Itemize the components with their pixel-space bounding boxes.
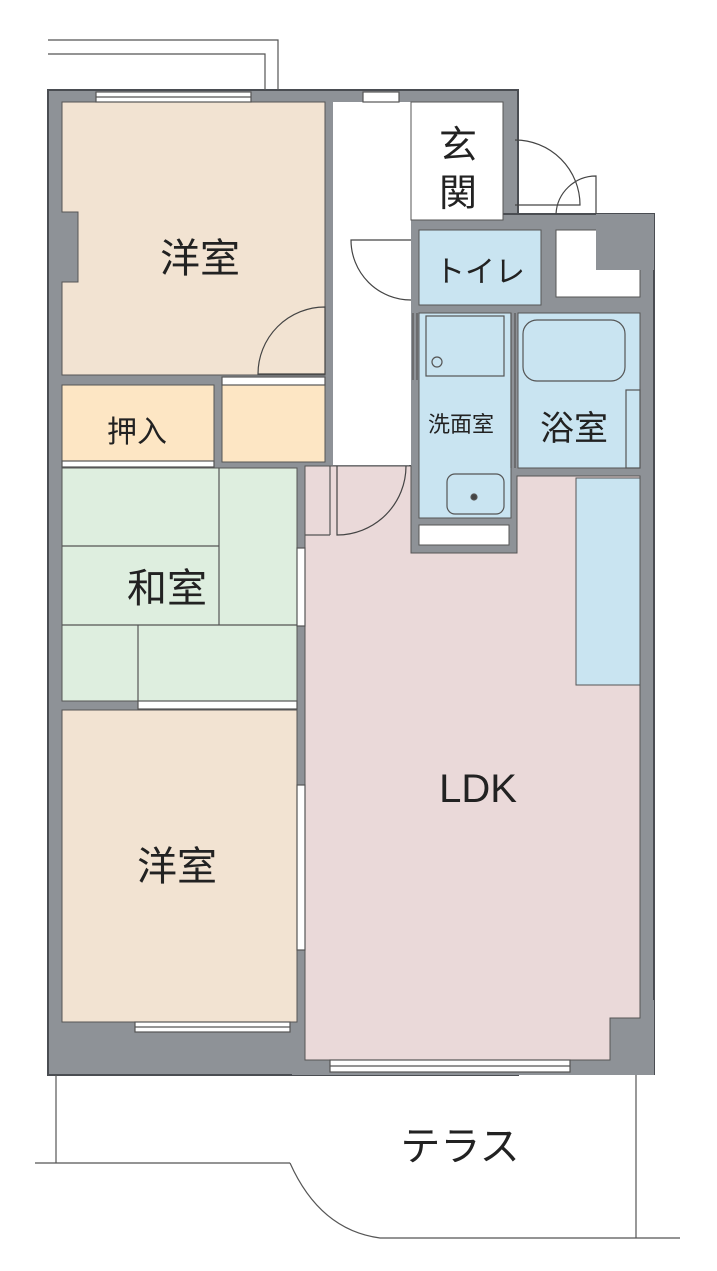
utility-notch	[596, 214, 654, 270]
label-washroom: 洗面室	[428, 413, 494, 438]
label-entrance-line1: 玄	[439, 123, 477, 167]
label-toilet: トイレ	[435, 255, 525, 290]
door-utility	[555, 175, 597, 215]
door-ldk	[336, 465, 407, 536]
label-entrance-line2: 関	[439, 171, 477, 215]
label-western-room-top: 洋室	[160, 236, 240, 282]
door-top-room	[257, 306, 326, 375]
window-hall	[362, 91, 400, 103]
basin-drain-icon	[470, 493, 478, 501]
label-closet: 押入	[107, 415, 167, 450]
bathtub	[522, 319, 626, 382]
balcony-rail	[48, 39, 279, 90]
window-japanese-side	[296, 547, 306, 627]
drain-icon	[431, 356, 443, 368]
label-ldk: LDK	[439, 767, 517, 811]
room-labels: 洋室 玄 関 トイレ 押入 洗面室 浴室 和室 LDK 洋室 テラス	[107, 123, 608, 1170]
label-japanese-room: 和室	[127, 566, 207, 612]
label-bathroom: 浴室	[540, 409, 608, 449]
door-toilet	[350, 239, 412, 301]
label-terrace: テラス	[400, 1124, 519, 1170]
sliding-doors	[61, 376, 326, 710]
windows	[95, 91, 571, 1073]
swing-doors	[257, 139, 597, 536]
toilet-floor	[418, 229, 542, 306]
western-room-top-floor	[61, 101, 326, 376]
japanese-room-floor	[61, 467, 298, 702]
kitchen-counter	[575, 477, 641, 686]
hallway-floor	[333, 102, 411, 465]
window-bottom-room-side	[296, 784, 306, 951]
closet-right-floor	[221, 384, 326, 463]
fixtures	[425, 315, 626, 515]
closet-left-floor	[61, 384, 215, 463]
tatami-lines	[62, 468, 297, 701]
door-entrance	[514, 139, 581, 206]
label-western-room-bottom: 洋室	[137, 844, 217, 890]
terrace-outline	[35, 1075, 680, 1239]
partitions	[305, 313, 641, 536]
washroom-shelf	[418, 524, 510, 546]
entrance-floor	[410, 101, 504, 221]
